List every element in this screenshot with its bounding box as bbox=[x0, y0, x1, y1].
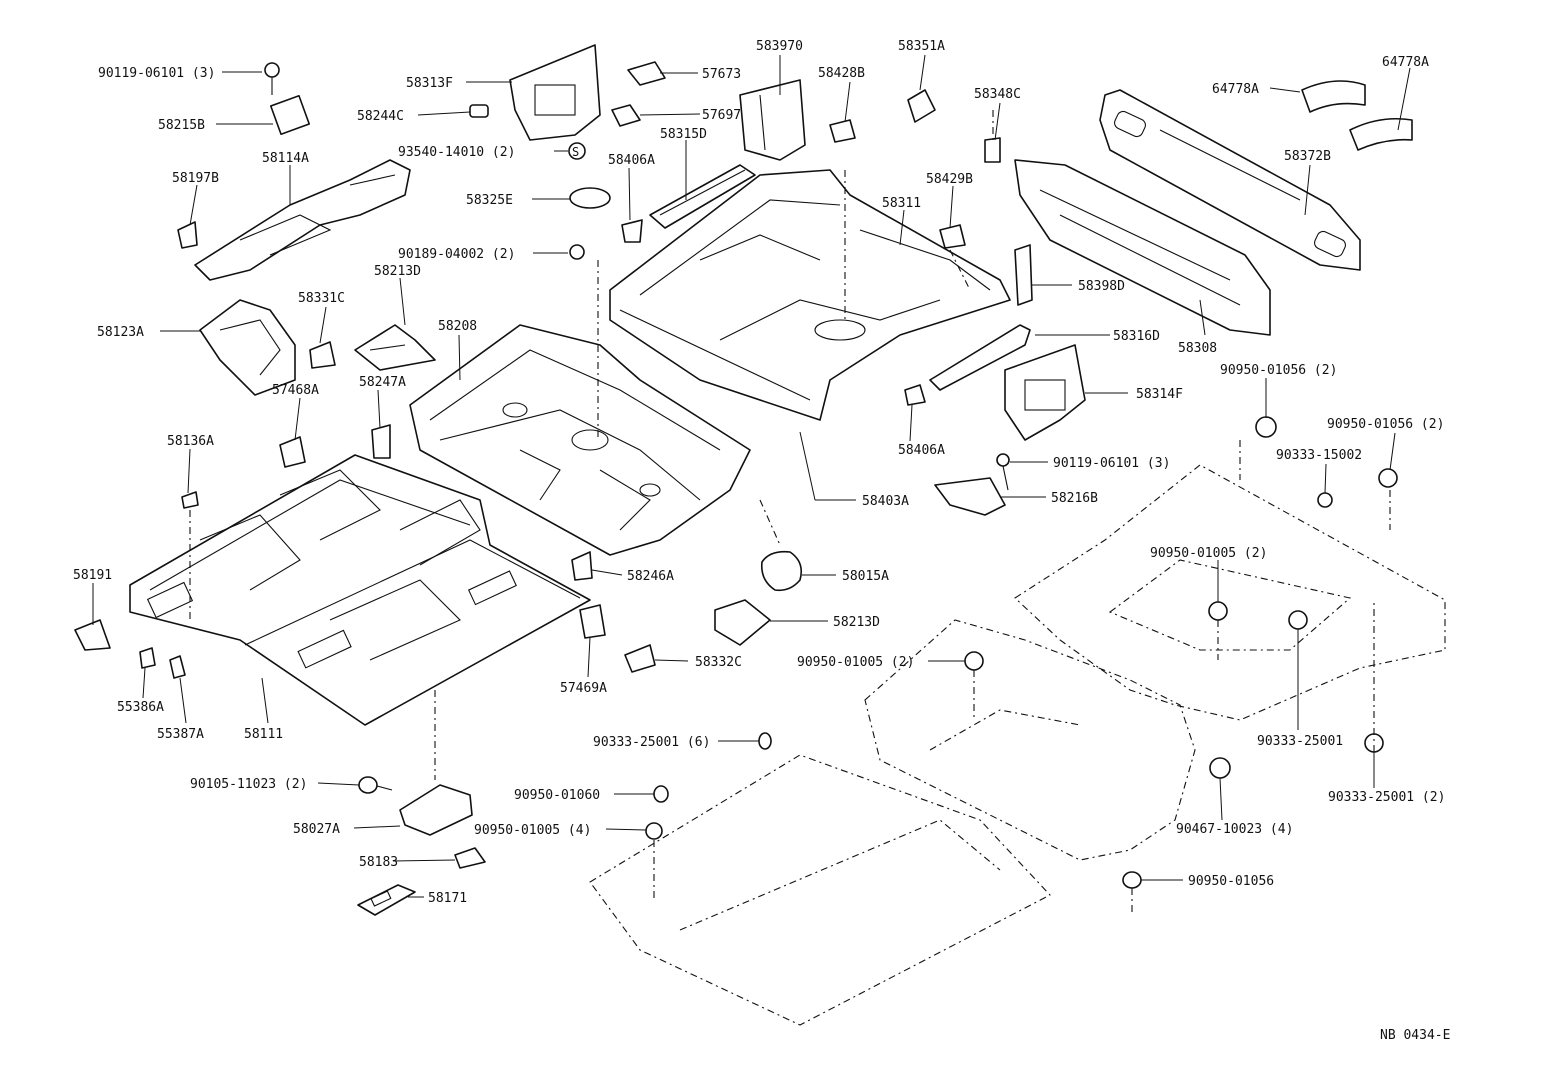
callout-label: 58372B bbox=[1284, 149, 1331, 164]
callout-label: 90950-01005 (2) bbox=[797, 655, 914, 670]
callout-label: 58171 bbox=[428, 891, 467, 906]
callout-label: 90333-15002 bbox=[1276, 448, 1362, 463]
callout-label: 90950-01005 (4) bbox=[474, 823, 591, 838]
rail-58316D bbox=[929, 324, 1031, 391]
bracket-58123A bbox=[199, 299, 296, 396]
svg-text:S: S bbox=[572, 145, 579, 159]
callout-label: 58325E bbox=[466, 193, 513, 208]
callout-label: 58348C bbox=[974, 87, 1021, 102]
callout-label: 55387A bbox=[157, 727, 204, 742]
callout-label: 58429B bbox=[926, 172, 973, 187]
callout-label: 90467-10023 (4) bbox=[1176, 822, 1293, 837]
callout-label: 64778A bbox=[1212, 82, 1259, 97]
center-floor-58208 bbox=[409, 324, 751, 556]
callout-label: 90950-01060 bbox=[514, 788, 600, 803]
panel-58313F bbox=[509, 44, 601, 141]
callout-label: 57468A bbox=[272, 383, 319, 398]
callout-label: 58123A bbox=[97, 325, 144, 340]
front-floor-pan-58111 bbox=[129, 454, 591, 726]
rail-58315D bbox=[649, 164, 756, 229]
callout-label: 58213D bbox=[833, 615, 880, 630]
callout-label: 58331C bbox=[298, 291, 345, 306]
callout-label: 58314F bbox=[1136, 387, 1183, 402]
callout-label: 58332C bbox=[695, 655, 742, 670]
leader-lines bbox=[92, 54, 1411, 898]
rear-panel-58308 bbox=[1014, 159, 1271, 336]
panel-58314F bbox=[1004, 344, 1086, 441]
callout-label: 58197B bbox=[172, 171, 219, 186]
callout-labels: 90119-06101 (3) 58215B 58313F 58244C 935… bbox=[73, 39, 1445, 906]
bracket-58213D-lower bbox=[714, 599, 771, 646]
plate-58171 bbox=[357, 884, 416, 916]
assembly-lines bbox=[189, 110, 1391, 915]
callout-label: 90950-01005 (2) bbox=[1150, 546, 1267, 561]
callout-label: 58208 bbox=[438, 319, 477, 334]
floor-carpet-outlines bbox=[589, 464, 1446, 1026]
callout-label: 55386A bbox=[117, 700, 164, 715]
callout-label: 90333-25001 (2) bbox=[1328, 790, 1445, 805]
callout-label: 58316D bbox=[1113, 329, 1160, 344]
small-parts: S bbox=[74, 61, 1398, 889]
callout-label: 90950-01056 bbox=[1188, 874, 1274, 889]
callout-label: 58308 bbox=[1178, 341, 1217, 356]
crossmember-58114A bbox=[194, 159, 411, 281]
callout-label: 90333-25001 bbox=[1257, 734, 1343, 749]
callout-label: 90333-25001 (6) bbox=[593, 735, 710, 750]
bracket-58398D bbox=[1014, 244, 1033, 306]
callout-label: 90950-01056 (2) bbox=[1220, 363, 1337, 378]
callout-label: 93540-14010 (2) bbox=[398, 145, 515, 160]
callout-label: 583970 bbox=[756, 39, 803, 54]
callout-label: 58114A bbox=[262, 151, 309, 166]
rear-panel-58372B bbox=[1099, 89, 1361, 271]
callout-label: 58216B bbox=[1051, 491, 1098, 506]
callout-label: 57697 bbox=[702, 108, 741, 123]
callout-label: 58136A bbox=[167, 434, 214, 449]
bracket-58213D-top bbox=[354, 324, 436, 371]
pad-64778A-1 bbox=[1301, 80, 1366, 113]
callout-label: 90119-06101 (3) bbox=[98, 66, 215, 81]
callout-label: 57673 bbox=[702, 67, 741, 82]
callout-label: 58027A bbox=[293, 822, 340, 837]
callout-label: 58015A bbox=[842, 569, 889, 584]
callout-label: 58215B bbox=[158, 118, 205, 133]
callout-label: 58191 bbox=[73, 568, 112, 583]
callout-label: 58406A bbox=[608, 153, 655, 168]
callout-label: 90105-11023 (2) bbox=[190, 777, 307, 792]
callout-label: 64778A bbox=[1382, 55, 1429, 70]
callout-label: 58398D bbox=[1078, 279, 1125, 294]
callout-label: 58183 bbox=[359, 855, 398, 870]
callout-label: 58406A bbox=[898, 443, 945, 458]
callout-label: 90189-04002 (2) bbox=[398, 247, 515, 262]
pad-64778A-2 bbox=[1349, 117, 1413, 151]
callout-label: 58247A bbox=[359, 375, 406, 390]
bracket-583970 bbox=[739, 79, 806, 161]
bracket-58027A bbox=[399, 784, 473, 836]
plug-58015A bbox=[760, 550, 803, 592]
callout-label: 58213D bbox=[374, 264, 421, 279]
rear-floor-pan-58311 bbox=[609, 169, 1011, 421]
callout-label: 90119-06101 (3) bbox=[1053, 456, 1170, 471]
callout-label: 58315D bbox=[660, 127, 707, 142]
callout-label: 90950-01056 (2) bbox=[1327, 417, 1444, 432]
callout-label: 58428B bbox=[818, 66, 865, 81]
callout-label: 58351A bbox=[898, 39, 945, 54]
callout-label: 58313F bbox=[406, 76, 453, 91]
callout-label: 58246A bbox=[627, 569, 674, 584]
drawing-code: NB 0434-E bbox=[1380, 1028, 1450, 1043]
callout-label: 58311 bbox=[882, 196, 921, 211]
callout-label: 58111 bbox=[244, 727, 283, 742]
callout-label: 57469A bbox=[560, 681, 607, 696]
callout-label: 58403A bbox=[862, 494, 909, 509]
callout-label: 58244C bbox=[357, 109, 404, 124]
bracket-58216B bbox=[934, 477, 1006, 516]
